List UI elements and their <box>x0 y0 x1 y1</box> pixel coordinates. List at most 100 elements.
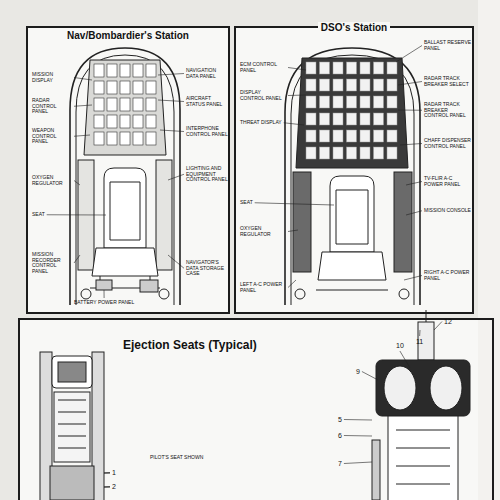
leader-line <box>419 330 420 336</box>
part-label: INTERPHONE CONTROL PANEL <box>186 126 228 137</box>
leader-line <box>344 435 372 437</box>
leader-line <box>158 74 184 76</box>
instrument <box>347 113 357 125</box>
instrument <box>333 113 343 125</box>
callout-number: 11 <box>416 338 423 345</box>
leader-line <box>255 203 334 205</box>
part-label: PILOT'S SEAT SHOWN <box>150 455 203 461</box>
instrument <box>120 98 130 111</box>
leader-line <box>74 181 80 186</box>
part-label: LEFT A-C POWER PANEL <box>240 282 286 293</box>
instrument <box>360 130 370 142</box>
leader-line <box>404 276 422 281</box>
part-label: AIRCRAFT STATUS PANEL <box>186 96 228 107</box>
part-label: NAVIGATOR'S DATA STORAGE CASE <box>186 260 228 277</box>
leader-line <box>104 290 105 298</box>
leader-line <box>104 472 110 474</box>
instrument <box>333 130 343 142</box>
instrument <box>133 115 143 128</box>
instrument <box>107 81 117 94</box>
instrument <box>306 130 316 142</box>
leader-line <box>74 105 92 106</box>
instrument <box>306 79 316 91</box>
instrument <box>120 132 130 145</box>
callout-number: 2 <box>112 483 116 490</box>
part-label: MISSION CONSOLE <box>424 208 471 214</box>
instrument <box>387 62 397 74</box>
leader-line <box>398 110 422 111</box>
instrument <box>94 81 104 94</box>
leader-line <box>160 130 184 132</box>
instrument <box>306 147 316 159</box>
instrument <box>320 62 330 74</box>
instrument <box>333 79 343 91</box>
instrument <box>387 147 397 159</box>
instrument <box>94 64 104 77</box>
instrument <box>320 130 330 142</box>
instrument <box>374 62 384 74</box>
part-label: TV-FLIR A-C POWER PANEL <box>424 176 472 187</box>
leader-line <box>434 322 442 331</box>
panel-heading: Nav/Bombardier's Station <box>64 30 192 41</box>
instrument <box>347 147 357 159</box>
instrument <box>107 64 117 77</box>
instrument <box>120 115 130 128</box>
instrument <box>374 113 384 125</box>
callout-number: 1 <box>112 469 116 476</box>
instrument-grid <box>94 64 156 145</box>
ejection-seat-side <box>40 352 110 500</box>
leader-line <box>74 255 80 263</box>
panel-ground <box>26 26 230 314</box>
part-label: RADAR TRACK BREAKER CONTROL PANEL <box>424 102 472 119</box>
leader-line <box>104 486 110 488</box>
leader-line <box>74 135 90 136</box>
callout-number: 6 <box>338 432 342 439</box>
instrument <box>360 147 370 159</box>
leader-line <box>396 46 422 63</box>
callout-number: 5 <box>338 416 342 423</box>
leader-line <box>406 182 422 186</box>
panel-heading: DSO's Station <box>318 22 390 33</box>
instrument <box>146 115 156 128</box>
instrument <box>360 79 370 91</box>
instrument <box>360 113 370 125</box>
instrument <box>320 96 330 108</box>
instrument <box>333 96 343 108</box>
callout-number: 12 <box>444 318 452 325</box>
part-label: RADAR TRACK BREAKER SELECT <box>424 76 472 87</box>
leader-line <box>400 144 422 146</box>
instrument <box>387 113 397 125</box>
instrument <box>94 115 104 128</box>
leader-line <box>288 280 296 288</box>
leader-line <box>406 211 422 215</box>
instrument <box>133 132 143 145</box>
leader-line <box>168 174 184 180</box>
station-panel: Ejection Seats (Typical) <box>18 318 494 500</box>
instrument <box>146 81 156 94</box>
part-label: SEAT <box>240 200 253 206</box>
instrument <box>146 98 156 111</box>
instrument <box>306 113 316 125</box>
instrument <box>360 96 370 108</box>
part-label: ECM CONTROL PANEL <box>240 62 286 73</box>
instrument <box>387 96 397 108</box>
instrument <box>347 130 357 142</box>
part-label: OXYGEN REGULATOR <box>32 175 72 186</box>
page-margin <box>478 0 500 500</box>
panel-ground <box>234 26 474 314</box>
instrument <box>374 79 384 91</box>
instrument <box>333 147 343 159</box>
leader-line <box>362 372 378 381</box>
instrument <box>120 81 130 94</box>
part-label: CHAFF DISPENSER CONTROL PANEL <box>424 138 472 149</box>
leader-line <box>344 419 372 421</box>
instrument <box>133 98 143 111</box>
instrument <box>120 64 130 77</box>
leader-line <box>74 78 92 81</box>
leader-line <box>344 462 372 464</box>
part-label: DISPLAY CONTROL PANEL <box>240 90 286 101</box>
instrument-grid <box>306 62 397 159</box>
callout-number: 9 <box>356 368 360 375</box>
instrument <box>107 132 117 145</box>
